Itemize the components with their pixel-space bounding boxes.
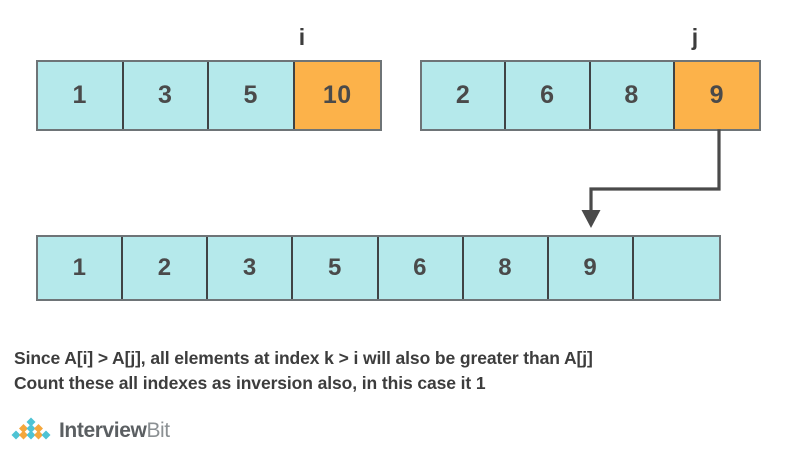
merged-array-cell-2: 3 — [208, 237, 294, 299]
left-subarray-cell-2: 5 — [209, 62, 295, 129]
caption: Since A[i] > A[j], all elements at index… — [14, 346, 794, 396]
merged-array-cell-5: 8 — [463, 237, 549, 299]
left-subarray-cell-3: 10 — [294, 62, 380, 129]
merged-array-cell-6: 9 — [548, 237, 634, 299]
right-subarray-cell-3: 9 — [674, 62, 759, 129]
merge-connector-arrow — [581, 129, 721, 228]
left-subarray-cell-0: 1 — [38, 62, 124, 129]
right-subarray-cell-1: 6 — [506, 62, 591, 129]
merged-array-cell-1: 2 — [123, 237, 209, 299]
right-subarray-cell-2: 8 — [590, 62, 675, 129]
merged-array-cell-0: 1 — [38, 237, 124, 299]
merged-array-cell-4: 6 — [378, 237, 464, 299]
interviewbit-logo: InterviewBit — [10, 417, 170, 444]
caption-line-1: Since A[i] > A[j], all elements at index… — [14, 348, 593, 368]
logo-word-bit: Bit — [146, 419, 170, 442]
merged-array-cell-3: 5 — [293, 237, 379, 299]
right-subarray-cell-0: 2 — [422, 62, 507, 129]
merged-array-cell-7 — [633, 237, 719, 299]
caption-line-2: Count these all indexes as inversion als… — [14, 373, 486, 393]
logo-word-interview: Interview — [59, 419, 147, 442]
pointer-label-j: j — [691, 24, 699, 50]
pointer-label-i: i — [298, 24, 306, 50]
interviewbit-logo-text: InterviewBit — [59, 420, 170, 441]
interviewbit-logo-mark — [11, 417, 51, 440]
left-subarray-cell-1: 3 — [123, 62, 209, 129]
